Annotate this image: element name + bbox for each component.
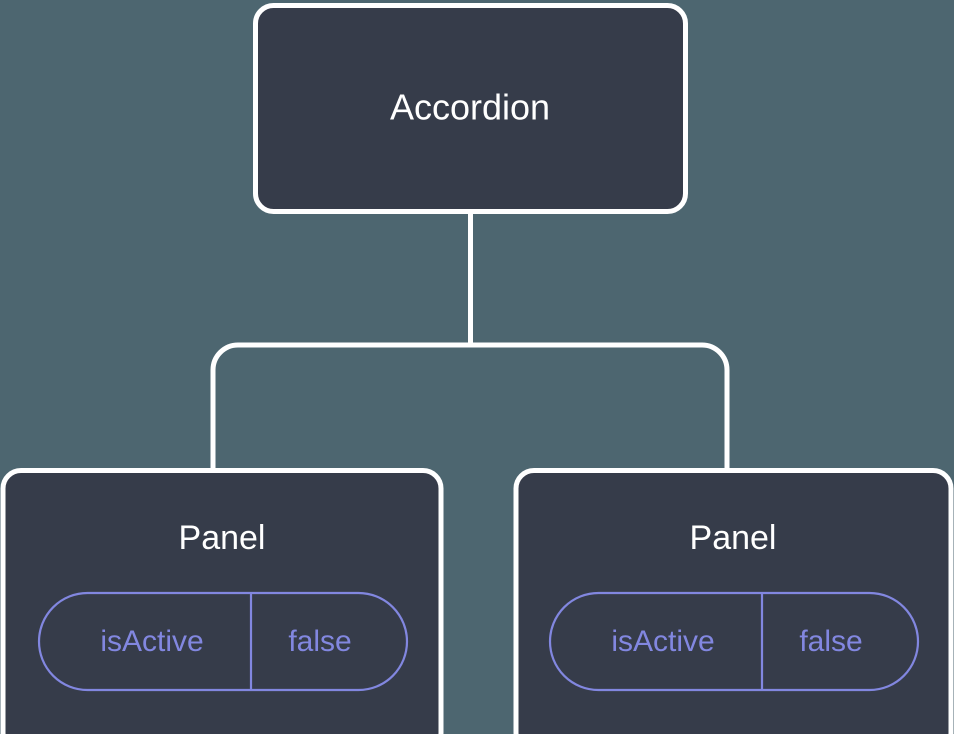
node-accordion-box[interactable] — [253, 3, 688, 214]
prop-pill-left[interactable]: isActive false — [37, 591, 409, 692]
node-panel-right-title: Panel — [690, 519, 777, 557]
node-panel-right-box[interactable] — [513, 468, 954, 734]
node-accordion-title: Accordion — [390, 87, 550, 128]
node-panel-right[interactable]: Panel isActive false — [513, 468, 954, 734]
prop-pill-left-outline[interactable] — [37, 591, 409, 692]
prop-pill-right-key: isActive — [611, 625, 714, 658]
node-panel-left-box[interactable] — [0, 468, 444, 734]
connector-branch-right — [470, 342, 730, 470]
node-accordion[interactable]: Accordion — [253, 3, 688, 214]
prop-pill-right-value: false — [799, 625, 862, 658]
connector-branch-left — [210, 342, 471, 470]
connector-group — [210, 212, 730, 470]
prop-pill-left-value: false — [288, 625, 351, 658]
prop-pill-right[interactable]: isActive false — [548, 591, 920, 692]
prop-pill-left-key: isActive — [100, 625, 203, 658]
node-panel-left[interactable]: Panel isActive false — [0, 468, 444, 734]
prop-pill-right-outline[interactable] — [548, 591, 920, 692]
node-panel-left-title: Panel — [179, 519, 266, 557]
